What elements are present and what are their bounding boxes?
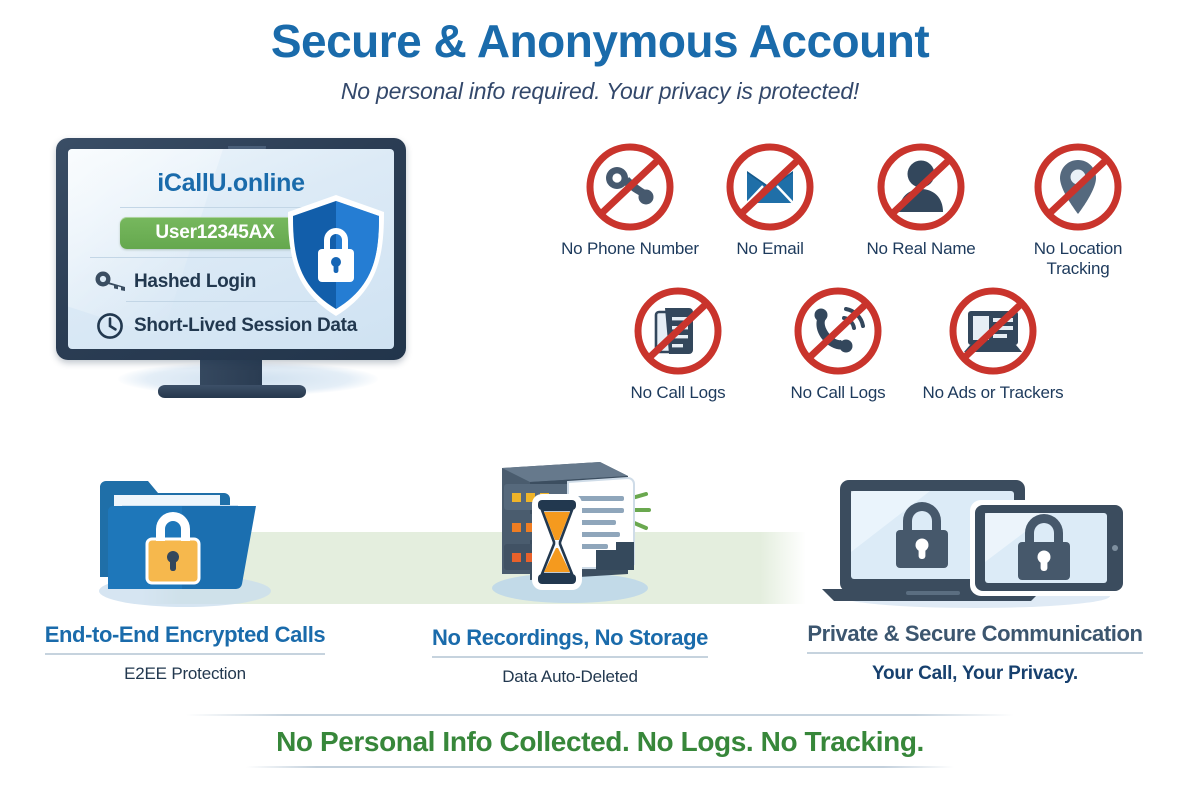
prohibition-label: No Phone Number [561,239,699,258]
prohibition-no-real-name: No Real Name [853,140,989,259]
panel-subtext: E2EE Protection [124,664,246,683]
panel-no-recordings-no-storage: No Recordings, No Storage Data Auto-Dele… [400,448,740,687]
key-icon [90,267,130,297]
documents-icon [600,284,756,383]
monitor-row-session-data: Short-Lived Session Data [90,311,357,341]
site-name: iCallU.online [157,169,305,197]
page-subtitle: No personal info required. Your privacy … [340,78,860,104]
footer-statement: No Personal Info Collected. No Logs. No … [276,726,924,757]
map-pin-icon [1008,140,1148,239]
prohibition-label: No Ads or Trackers [922,383,1064,402]
panel-subtext: Data Auto-Deleted [502,667,638,686]
footer-divider-bottom [246,766,954,768]
screen-divider-2 [90,257,360,258]
laptop-tablet-lock-icon [770,462,1180,617]
screen-divider-3 [126,301,326,302]
monitor-row-label: Short-Lived Session Data [134,315,357,336]
footer-divider-top [186,714,1014,716]
page-title: Secure & Anonymous Account [270,15,930,67]
panel-end-to-end-encrypted-calls: End-to-End Encrypted Calls E2EE Protecti… [20,455,350,684]
folder-lock-icon [20,455,350,620]
prohibition-no-call-logs-phone: No Call Logs [760,284,916,403]
prohibition-no-phone-number: No Phone Number [551,140,709,259]
prohibition-no-ads-or-trackers: No Ads or Trackers [915,284,1071,403]
panel-heading: No Recordings, No Storage [431,625,708,658]
monitor-ad-icon [915,284,1071,383]
monitor-base [158,385,306,398]
username-badge: User12345AX [120,217,310,249]
prohibition-label: No Real Name [866,239,976,258]
screen-divider-1 [120,207,332,208]
monitor-row-hashed-login: Hashed Login [90,267,256,297]
prohibition-label: No Location Tracking [1033,239,1123,279]
prohibition-no-location-tracking: No Location Tracking [1008,140,1148,280]
person-icon [853,140,989,239]
prohibition-label: No Email [736,239,804,258]
server-hourglass-icon [400,448,740,621]
panel-private-secure-communication: Private & Secure Communication Your Call… [770,462,1180,685]
panel-subtext: Your Call, Your Privacy. [871,663,1079,684]
shield-lock-icon [280,192,392,320]
clock-icon [90,311,130,341]
phone-ringing-icon [760,284,916,383]
prohibition-label: No Call Logs [630,383,726,402]
prohibition-no-call-logs-documents: No Call Logs [600,284,756,403]
prohibition-label: No Call Logs [790,383,886,402]
monitor-row-label: Hashed Login [134,271,257,292]
monitor-illustration: iCallU.online User12345AX Hashed Login [40,130,460,420]
monitor-neck [200,358,262,388]
prohibition-no-email: No Email [715,140,825,259]
phone-handset-icon [551,140,709,239]
panel-heading: Private & Secure Communication [807,621,1143,654]
panel-heading: End-to-End Encrypted Calls [44,622,326,655]
envelope-icon [715,140,825,239]
